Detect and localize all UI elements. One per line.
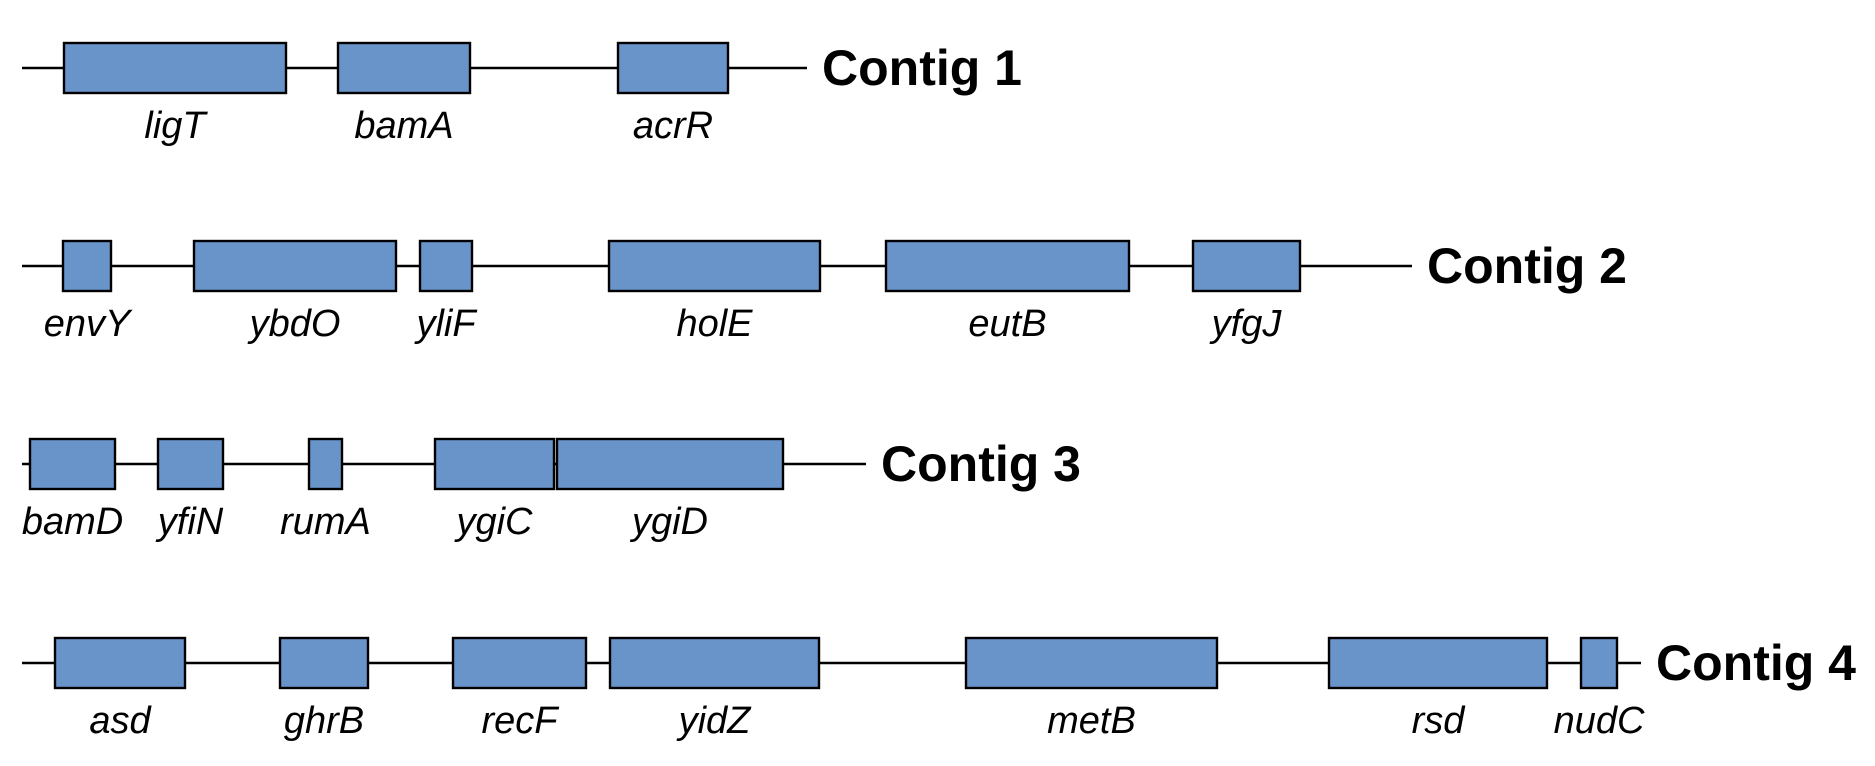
gene-label-bamA: bamA [354, 105, 453, 147]
gene-box-rsd [1327, 636, 1549, 690]
gene-box-eutB [884, 239, 1131, 293]
gene-box-ghrB [278, 636, 370, 690]
gene-box-ligT [62, 41, 288, 95]
contig-title: Contig 1 [822, 40, 1022, 96]
gene-label-rumA: rumA [280, 501, 371, 543]
gene-label-metB: metB [1047, 700, 1136, 742]
gene-box-recF [451, 636, 588, 690]
gene-label-yliF: yliF [413, 303, 477, 345]
contig-1: ligT bamA acrR Contig 1 [22, 40, 1022, 147]
gene-label-envY: envY [44, 303, 133, 345]
contig-2: envY ybdO yliF holE eutB yfgJ Contig 2 [22, 238, 1627, 345]
gene-box-bamD [28, 437, 117, 491]
contig-4: asd ghrB recF yidZ metB rsd nudC Contig 4 [22, 635, 1856, 742]
gene-label-ligT: ligT [144, 105, 208, 147]
gene-label-yidZ: yidZ [676, 700, 753, 742]
gene-box-bamA [336, 41, 472, 95]
contig-title: Contig 2 [1427, 238, 1627, 294]
gene-label-nudC: nudC [1554, 700, 1645, 742]
gene-box-yidZ [608, 636, 821, 690]
gene-box-rumA [307, 437, 344, 491]
gene-label-asd: asd [89, 700, 152, 742]
gene-box-ygiC [433, 437, 556, 491]
gene-box-yfiN [156, 437, 225, 491]
gene-label-yfiN: yfiN [155, 501, 224, 543]
gene-label-acrR: acrR [633, 105, 713, 147]
gene-label-ygiC: ygiC [453, 501, 533, 543]
gene-label-recF: recF [482, 700, 560, 742]
contig-title: Contig 3 [881, 436, 1081, 492]
gene-box-holE [607, 239, 822, 293]
gene-label-rsd: rsd [1412, 700, 1467, 742]
gene-box-ybdO [192, 239, 398, 293]
gene-box-acrR [616, 41, 730, 95]
gene-box-asd [53, 636, 187, 690]
gene-box-nudC [1579, 636, 1619, 690]
gene-label-holE: holE [676, 303, 753, 345]
gene-label-ygiD: ygiD [629, 501, 708, 543]
gene-label-ghrB: ghrB [284, 700, 364, 742]
gene-box-yliF [418, 239, 474, 293]
gene-box-yfgJ [1191, 239, 1302, 293]
gene-label-yfgJ: yfgJ [1209, 303, 1283, 345]
gene-box-ygiD [555, 437, 785, 491]
contig-title: Contig 4 [1656, 635, 1856, 691]
gene-label-bamD: bamD [22, 501, 123, 543]
gene-label-eutB: eutB [968, 303, 1046, 345]
gene-label-ybdO: ybdO [247, 303, 341, 345]
gene-box-envY [61, 239, 113, 293]
contig-3: bamD yfiN rumA ygiC ygiD Contig 3 [22, 436, 1081, 543]
gene-box-metB [964, 636, 1219, 690]
